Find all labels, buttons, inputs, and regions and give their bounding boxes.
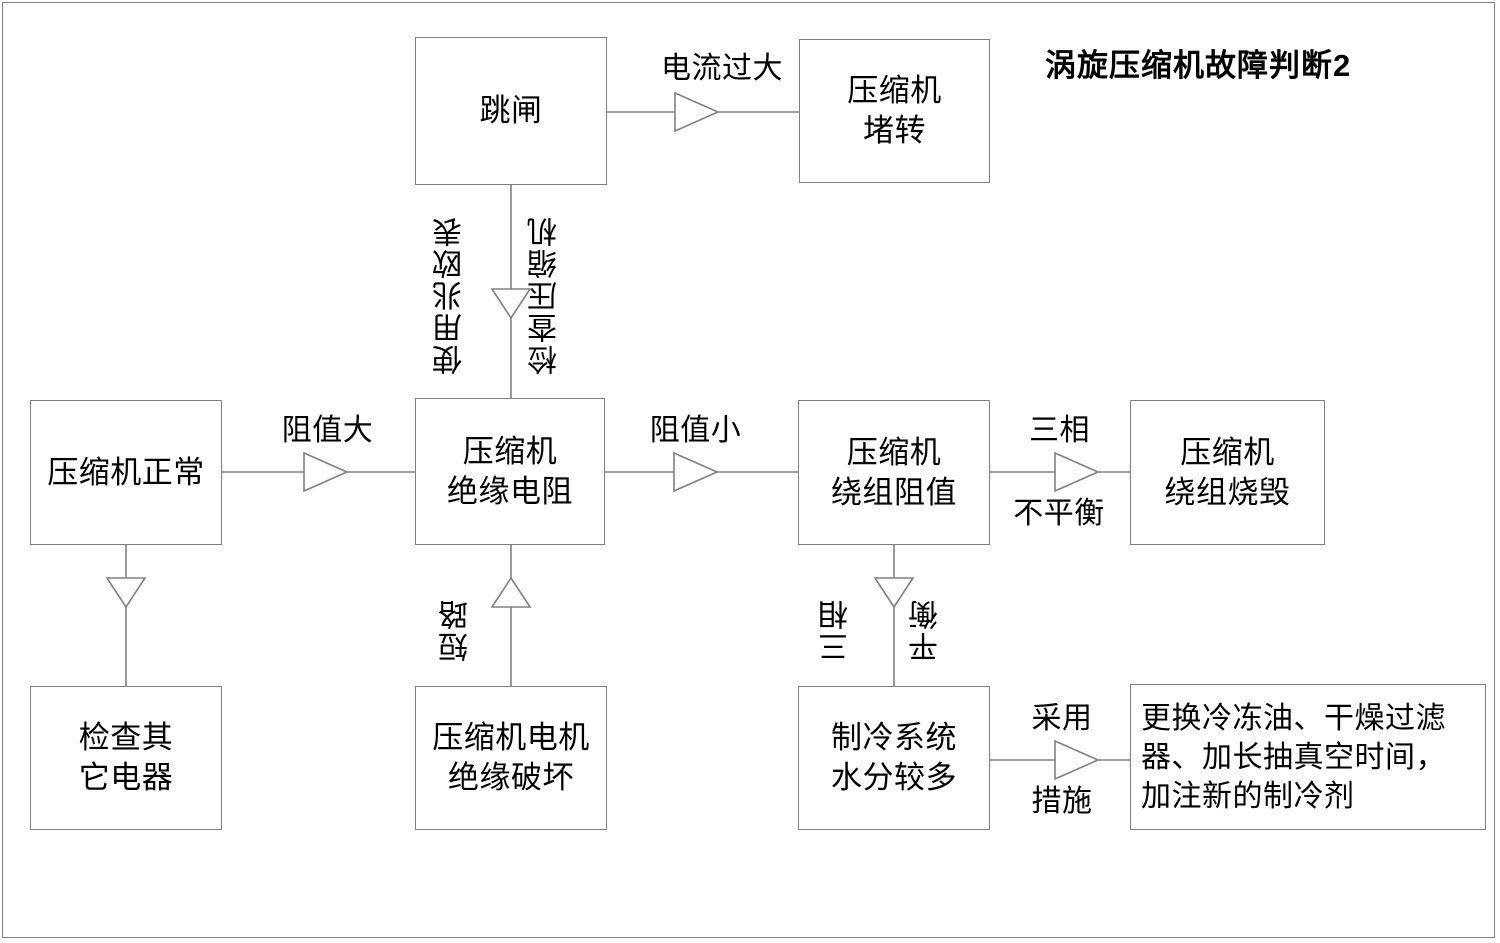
node-trip[interactable]: 跳闸 <box>415 37 607 185</box>
node-check-other-label: 检查其 它电器 <box>78 720 174 795</box>
node-insulation-resistance-label: 压缩机 绝缘电阻 <box>447 433 573 509</box>
node-motor-insulation-broken[interactable]: 压缩机电机 绝缘破坏 <box>415 686 607 830</box>
node-compressor-ok[interactable]: 压缩机正常 <box>30 400 222 545</box>
edge-label-resistance-low: 阻值小 <box>649 414 742 447</box>
node-winding-resistance-label: 压缩机 绕组阻值 <box>831 434 957 510</box>
node-trip-label: 跳闸 <box>479 93 543 129</box>
edge-label-adopt: 采用 <box>1031 702 1093 735</box>
node-winding-resistance[interactable]: 压缩机 绕组阻值 <box>798 400 990 545</box>
edge-label-resistance-high: 阻值大 <box>281 414 374 447</box>
node-system-moisture[interactable]: 制冷系统 水分较多 <box>798 686 990 830</box>
edge-label-overcurrent: 电流过大 <box>661 52 783 85</box>
node-measures[interactable]: 更换冷冻油、干燥过滤 器、加长抽真空时间， 加注新的制冷剂 <box>1130 684 1486 830</box>
node-locked-rotor-label: 压缩机 堵转 <box>847 73 942 148</box>
edge-label-three-phase: 三相 <box>1029 414 1090 447</box>
node-winding-burnt-label: 压缩机 绕组烧毁 <box>1164 434 1291 510</box>
edge-label-measure: 措施 <box>1031 785 1093 818</box>
edge-label-balanced: 平衡 <box>910 598 943 662</box>
edge-label-three-phase-2: 三相 <box>820 598 853 662</box>
node-system-moisture-label: 制冷系统 水分较多 <box>831 720 957 795</box>
page-title: 涡旋压缩机故障判断2 <box>1045 48 1352 83</box>
node-motor-insulation-broken-label: 压缩机电机 绝缘破坏 <box>432 720 590 795</box>
node-check-other[interactable]: 检查其 它电器 <box>30 686 222 830</box>
edge-label-unbalanced: 不平衡 <box>1013 497 1105 530</box>
node-locked-rotor[interactable]: 压缩机 堵转 <box>799 39 990 183</box>
node-compressor-ok-label: 压缩机正常 <box>47 454 205 490</box>
node-winding-burnt[interactable]: 压缩机 绕组烧毁 <box>1130 400 1325 545</box>
edge-label-check-compressor: 检查压缩机 <box>529 215 562 375</box>
node-insulation-resistance[interactable]: 压缩机 绝缘电阻 <box>415 398 605 545</box>
edge-label-short-circuit: 短路 <box>440 598 473 662</box>
node-measures-label: 更换冷冻油、干燥过滤 器、加长抽真空时间， 加注新的制冷剂 <box>1141 701 1446 813</box>
edge-label-use-megohmmeter: 使用兆欧表 <box>434 215 467 375</box>
